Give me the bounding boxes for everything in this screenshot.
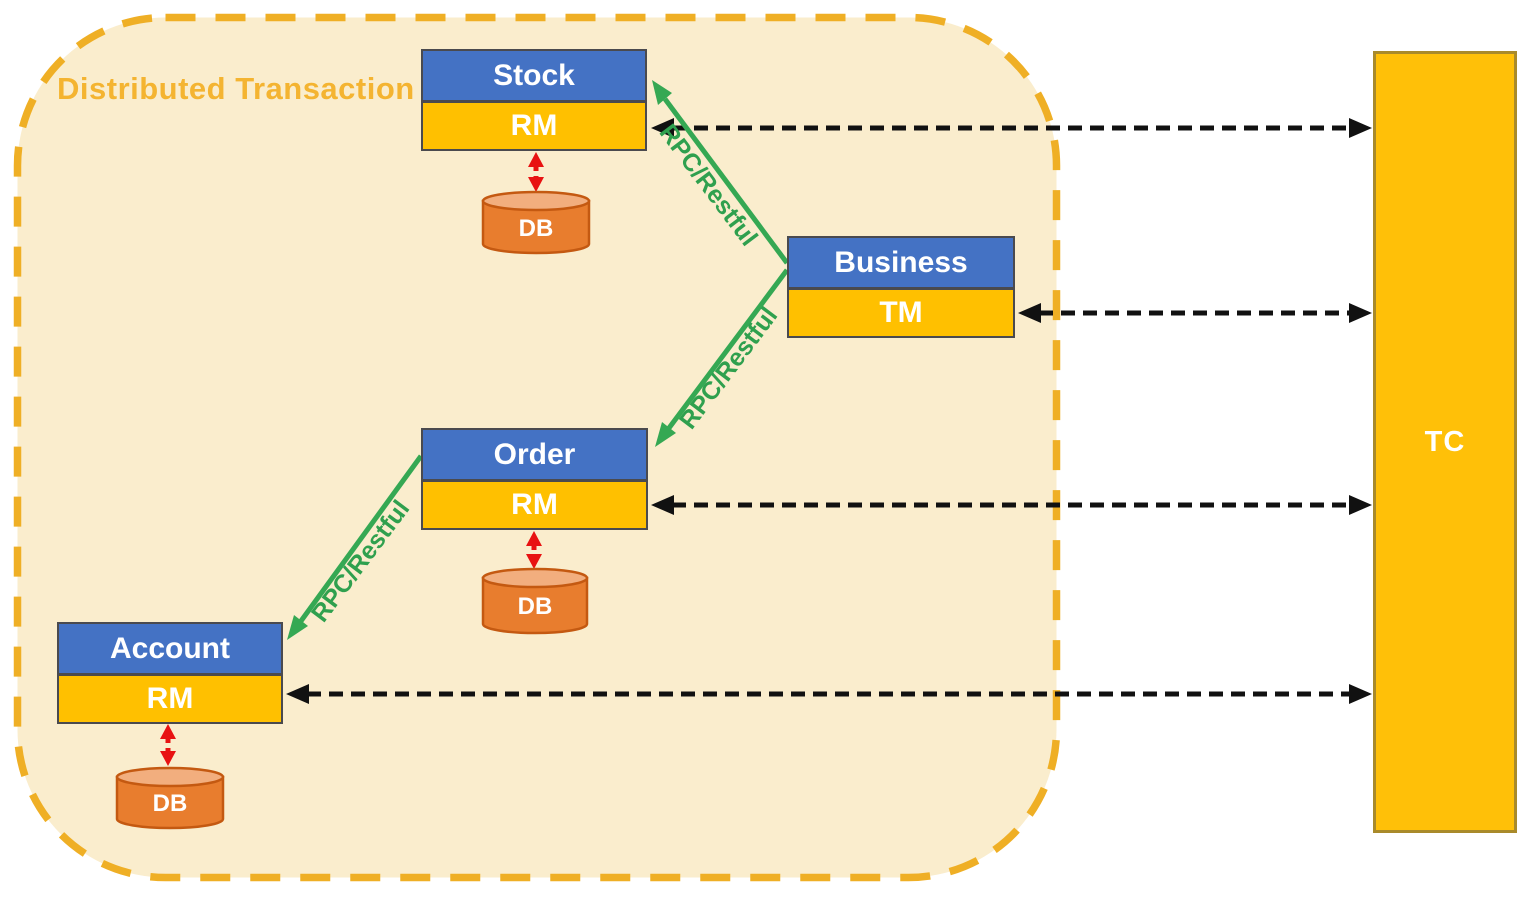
- service-box-order: Order RM: [421, 428, 648, 530]
- order-db-label: DB: [518, 593, 553, 620]
- db-link-arrow-account: [160, 724, 176, 766]
- rpc-arrow-business-to-stock: [652, 80, 790, 265]
- service-box-stock: Stock RM: [421, 49, 647, 151]
- rpc-arrow-business-to-order: [655, 268, 790, 447]
- db-link-arrow-order: [526, 531, 542, 569]
- tc-box: TC: [1373, 51, 1517, 833]
- business-tm-label: TM: [787, 289, 1015, 338]
- rpc-arrow-order-to-account: [287, 454, 424, 640]
- service-box-account: Account RM: [57, 622, 283, 724]
- tc-link-arrow-account: [286, 684, 1372, 704]
- panel-title: Distributed Transaction: [57, 71, 415, 106]
- tc-link-arrow-order: [651, 495, 1372, 515]
- stock-rm-label: RM: [421, 102, 647, 151]
- stock-name-label: Stock: [421, 49, 647, 102]
- stock-database-icon: DB: [481, 190, 591, 255]
- order-name-label: Order: [421, 428, 648, 481]
- order-database-icon: DB: [481, 567, 589, 635]
- account-db-label: DB: [153, 790, 188, 817]
- business-box: Business TM: [787, 236, 1015, 338]
- business-name-label: Business: [787, 236, 1015, 289]
- tc-label: TC: [1424, 425, 1466, 458]
- tc-link-arrow-stock: [651, 118, 1372, 138]
- db-link-arrow-stock: [528, 152, 544, 192]
- account-rm-label: RM: [57, 675, 283, 724]
- stock-db-label: DB: [519, 215, 554, 242]
- order-rm-label: RM: [421, 481, 648, 530]
- tc-link-arrow-business: [1018, 303, 1372, 323]
- account-name-label: Account: [57, 622, 283, 675]
- account-database-icon: DB: [115, 766, 225, 830]
